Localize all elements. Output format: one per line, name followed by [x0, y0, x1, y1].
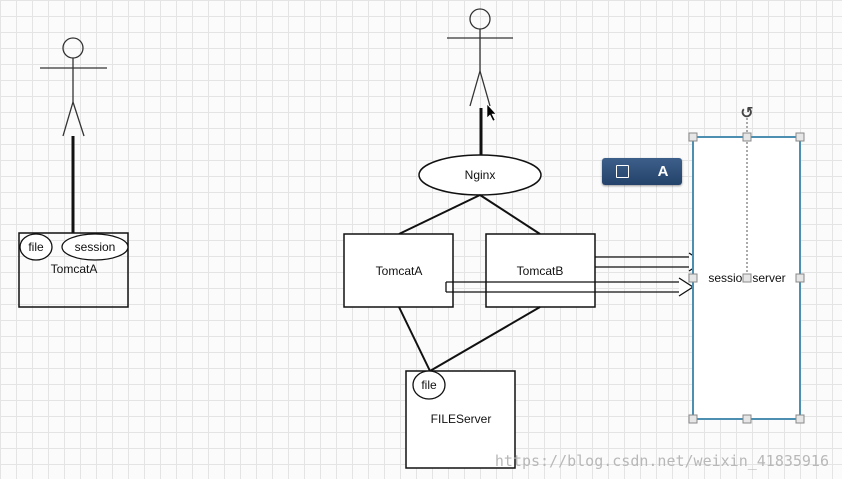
- nginx-label: Nginx: [465, 168, 496, 182]
- left-tomcat-box[interactable]: [18, 232, 129, 308]
- tomcat-a-label: TomcatA: [376, 264, 423, 278]
- fileserver-label: FILEServer: [431, 412, 492, 426]
- square-shape-icon[interactable]: [616, 165, 629, 178]
- right-stick-figure: [447, 8, 513, 107]
- selection-handles[interactable]: [688, 132, 805, 424]
- tomcat-b-box[interactable]: [485, 233, 596, 308]
- tomcat-a-to-fileserver-line: [398, 306, 431, 372]
- left-tomcat-label: TomcatA: [51, 262, 98, 276]
- tomcat-b-label: TomcatB: [517, 264, 564, 278]
- rotate-handle-icon[interactable]: ↺: [740, 103, 753, 122]
- tomcat-b-to-session-arrow: [595, 252, 705, 272]
- left-file-label: file: [28, 240, 44, 254]
- left-session-label: session: [75, 240, 116, 254]
- fileserver-file-label: file: [421, 378, 437, 392]
- left-file-ellipse[interactable]: [19, 233, 53, 261]
- mouse-cursor-icon: [486, 103, 497, 122]
- text-tool-button[interactable]: A: [657, 163, 669, 180]
- watermark: https://blog.csdn.net/weixin_41835916: [495, 452, 829, 470]
- left-stick-figure: [40, 37, 107, 137]
- tomcat-a-box[interactable]: [343, 233, 454, 308]
- left-session-ellipse[interactable]: [61, 233, 129, 261]
- nginx-to-tomcat-a-line: [398, 194, 481, 235]
- fileserver-file-ellipse[interactable]: [412, 370, 446, 400]
- tomcat-b-to-fileserver-line: [429, 306, 541, 372]
- nginx-to-tomcat-b-line: [479, 194, 541, 235]
- floating-toolbar: A: [602, 158, 682, 185]
